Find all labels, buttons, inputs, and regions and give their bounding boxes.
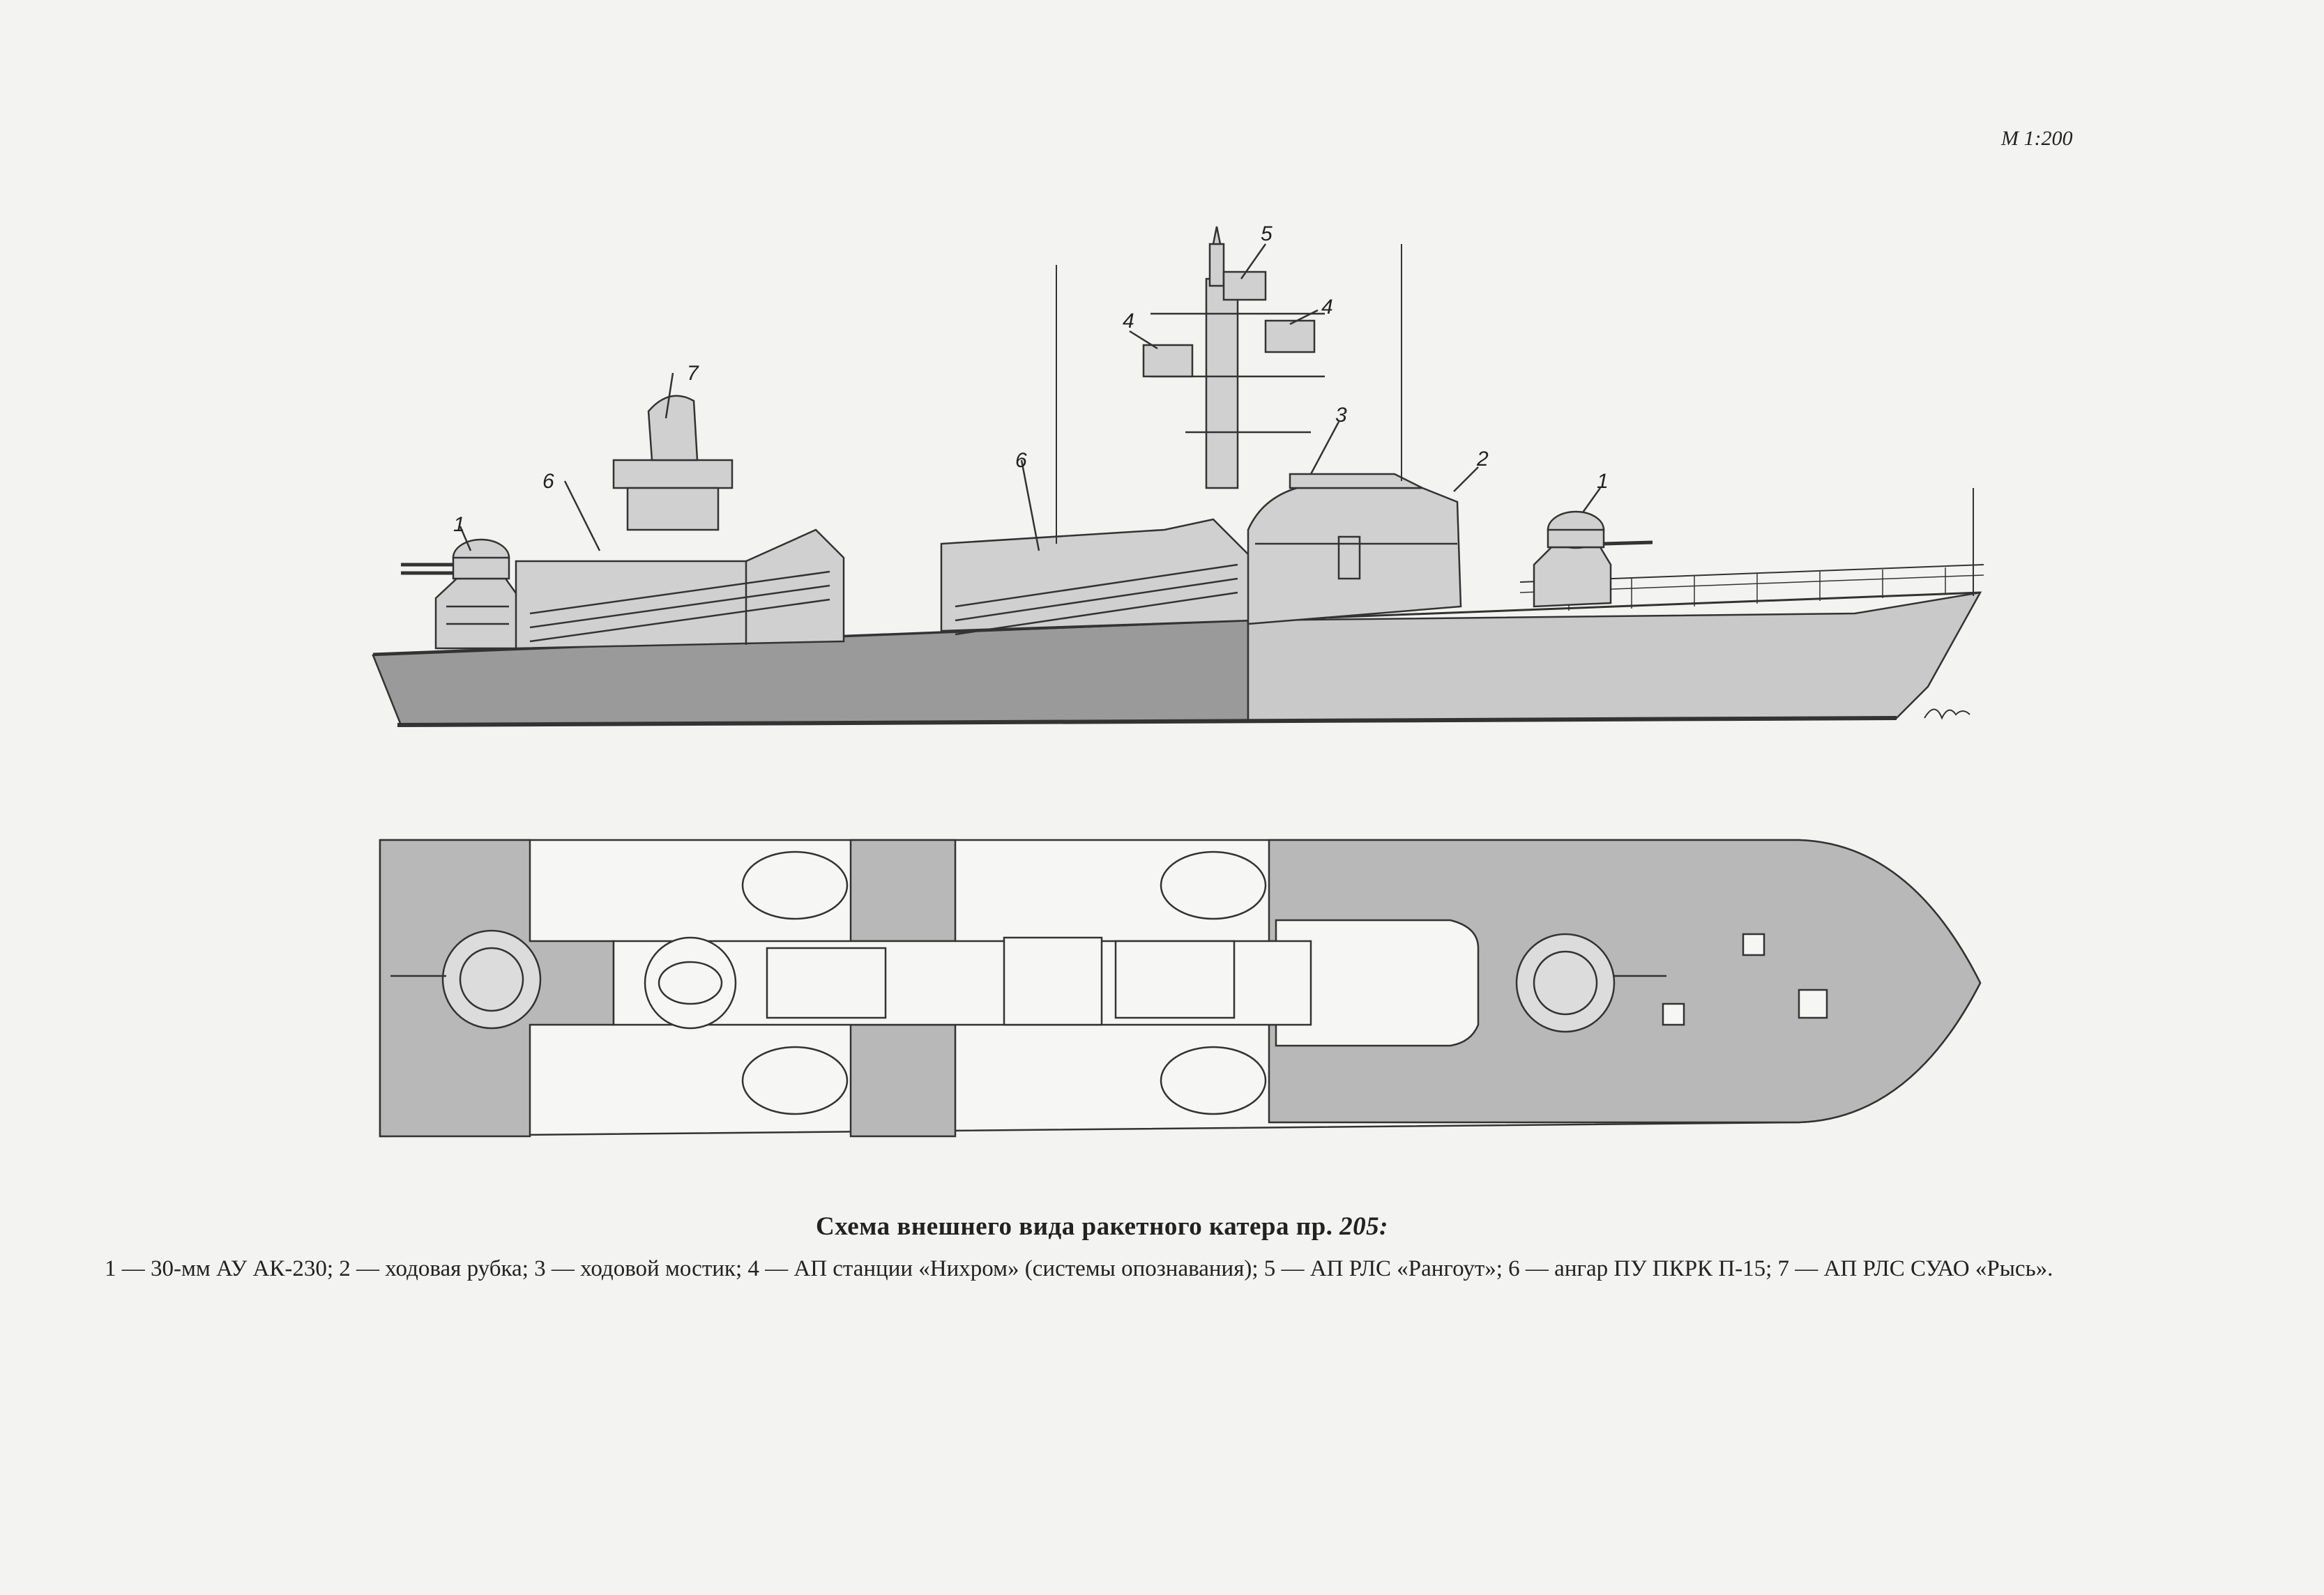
aft-missile-hangar	[515, 528, 845, 650]
callout-3: 3	[1335, 404, 1347, 427]
fore-missile-hangar	[940, 518, 1253, 636]
callout-2: 2	[1476, 448, 1489, 471]
side-view	[372, 226, 1984, 727]
iff-antenna-fore	[1264, 319, 1316, 353]
callout-1-aft: 1	[453, 513, 465, 536]
callout-5: 5	[1261, 222, 1273, 245]
callout-4-aft: 4	[1123, 310, 1134, 333]
main-mast	[1142, 226, 1325, 489]
callout-7: 7	[687, 362, 699, 385]
fore-gun-mount	[1533, 510, 1653, 608]
project-number: 205:	[1339, 1212, 1388, 1241]
aft-gun-mount	[401, 538, 521, 650]
legend-text: 1 — 30-мм АУ АК-230; 2 — ходовая рубка; …	[105, 1256, 2053, 1281]
callout-4-fore: 4	[1321, 296, 1333, 319]
aft-gun-plan	[390, 929, 542, 1030]
callout-6-fore: 6	[1015, 449, 1027, 472]
radar-antenna	[1222, 270, 1267, 301]
scale-label: М 1:200	[2001, 127, 2073, 150]
callout-6-aft: 6	[542, 470, 554, 493]
plan-view	[379, 839, 1982, 1138]
fore-gun-plan	[1515, 933, 1666, 1033]
iff-antenna-aft	[1142, 344, 1194, 378]
caption-title: Схема внешнего вида ракетного катера пр.…	[816, 1212, 1388, 1241]
wheelhouse	[1247, 473, 1462, 625]
fire-control-radar	[612, 395, 734, 531]
callout-1-fore: 1	[1597, 470, 1609, 493]
